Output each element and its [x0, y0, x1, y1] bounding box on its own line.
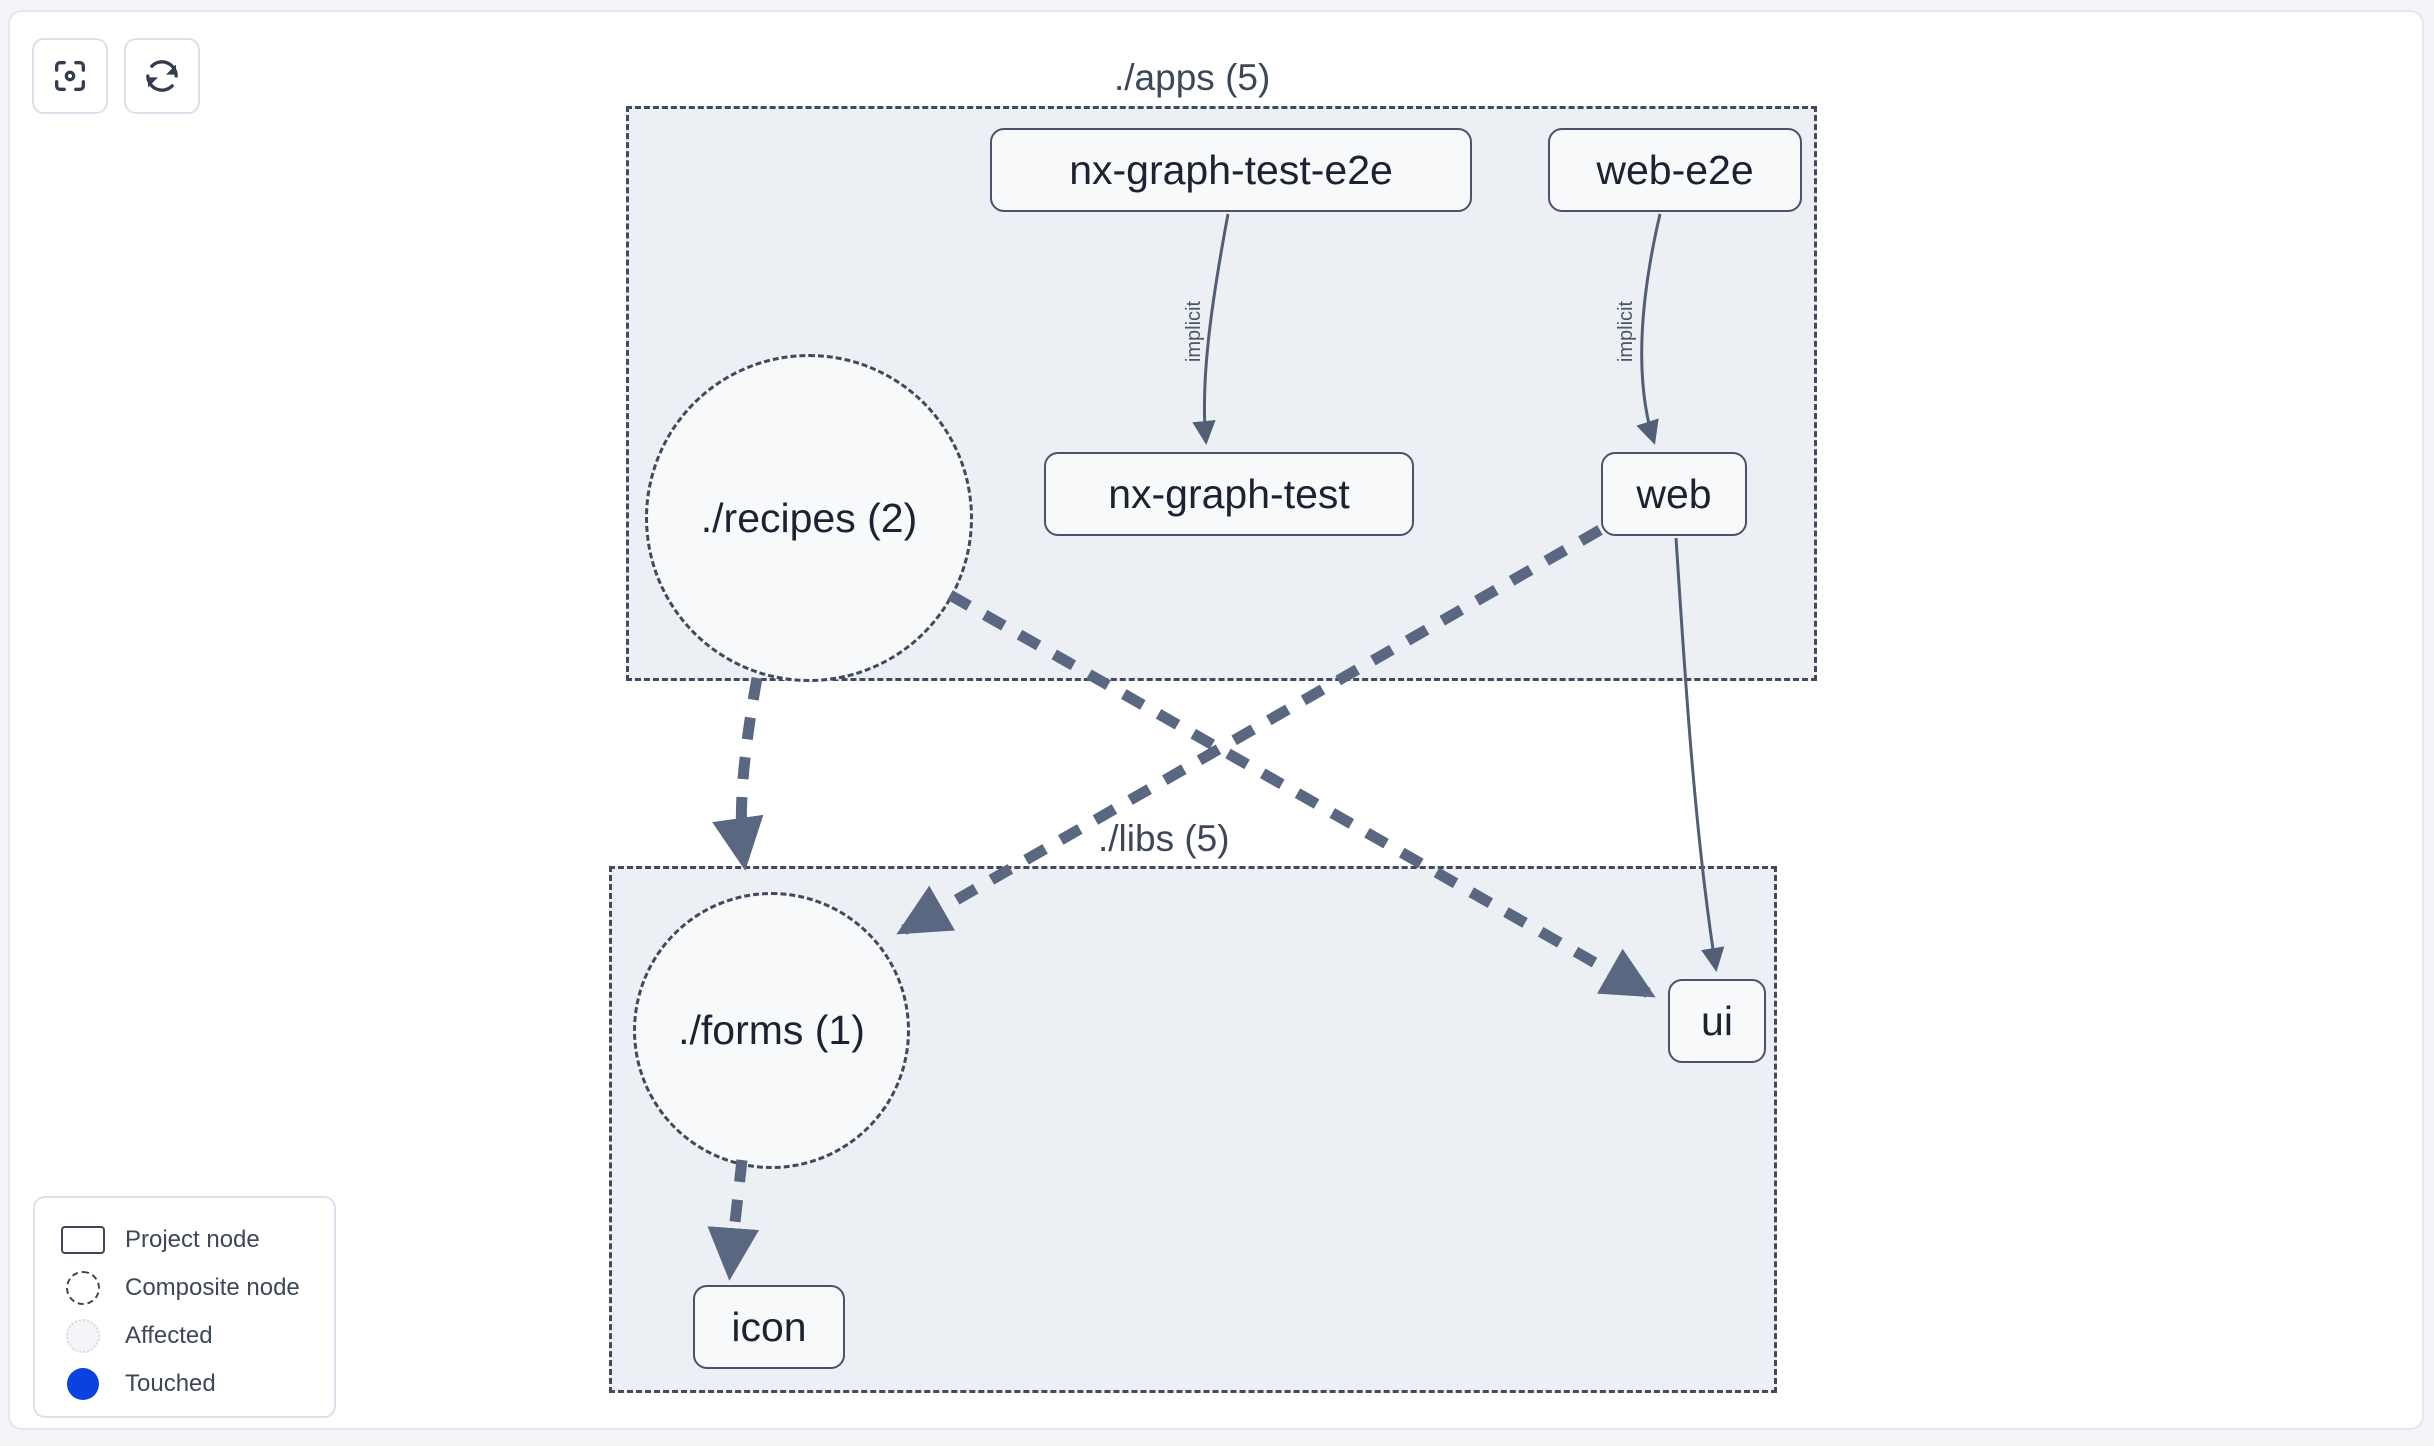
- composite-node-swatch: [57, 1271, 109, 1305]
- legend-item-affected: Affected: [57, 1312, 334, 1360]
- graph-toolbar: [32, 38, 200, 114]
- project-node-nx-graph-test-e2e[interactable]: nx-graph-test-e2e: [990, 128, 1472, 212]
- legend-item-project-node: Project node: [57, 1216, 334, 1264]
- group-apps-label: ./apps (5): [1114, 57, 1271, 98]
- project-node-ui[interactable]: ui: [1668, 979, 1766, 1063]
- node-label: ui: [1701, 997, 1733, 1044]
- project-node-web[interactable]: web: [1601, 452, 1747, 536]
- touched-swatch: [57, 1368, 109, 1400]
- legend-label: Project node: [125, 1226, 260, 1253]
- edge-label-implicit-nx-graph-test: implicit: [1183, 300, 1206, 363]
- project-node-web-e2e[interactable]: web-e2e: [1548, 128, 1802, 212]
- node-label: nx-graph-test: [1108, 470, 1350, 517]
- composite-node-recipes[interactable]: ./recipes (2): [645, 354, 973, 682]
- project-node-nx-graph-test[interactable]: nx-graph-test: [1044, 452, 1414, 536]
- legend-label: Touched: [125, 1370, 216, 1397]
- node-label: ./recipes (2): [700, 494, 918, 541]
- node-label: web: [1636, 470, 1712, 517]
- group-libs-label: ./libs (5): [1098, 818, 1230, 859]
- refresh-graph-button[interactable]: [124, 38, 200, 114]
- edge-label-implicit-web: implicit: [1615, 300, 1638, 363]
- project-node-swatch: [57, 1226, 109, 1254]
- node-label: web-e2e: [1596, 146, 1754, 193]
- composite-node-forms[interactable]: ./forms (1): [633, 892, 910, 1169]
- node-label: nx-graph-test-e2e: [1069, 146, 1393, 193]
- affected-swatch: [57, 1319, 109, 1353]
- node-label: icon: [731, 1303, 807, 1350]
- focus-target-icon: [50, 56, 90, 96]
- graph-legend: Project node Composite node Affected Tou…: [33, 1196, 336, 1418]
- node-label: ./forms (1): [678, 1007, 865, 1053]
- legend-label: Affected: [125, 1322, 213, 1349]
- focus-graph-button[interactable]: [32, 38, 108, 114]
- legend-item-composite-node: Composite node: [57, 1264, 334, 1312]
- legend-label: Composite node: [125, 1274, 300, 1301]
- legend-item-touched: Touched: [57, 1360, 334, 1408]
- project-node-icon[interactable]: icon: [693, 1285, 845, 1369]
- refresh-icon: [142, 56, 182, 96]
